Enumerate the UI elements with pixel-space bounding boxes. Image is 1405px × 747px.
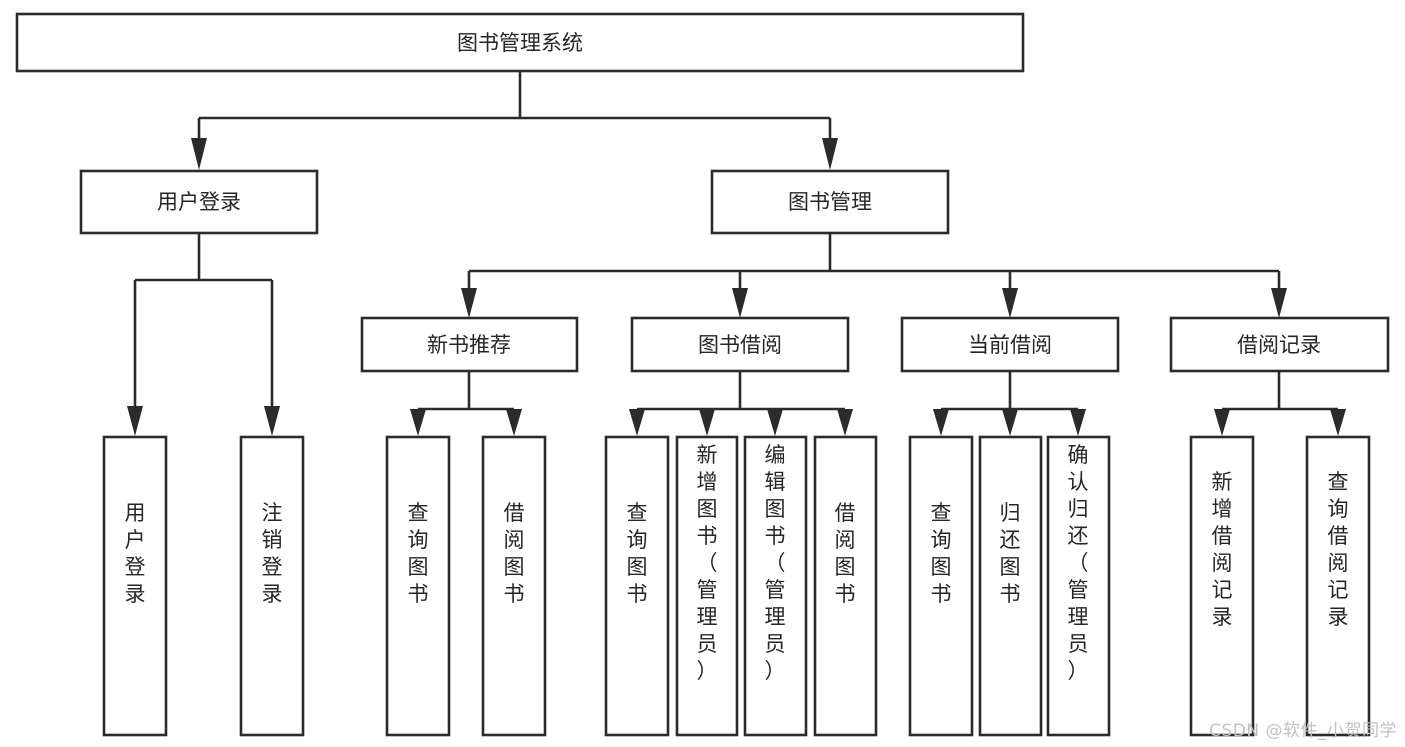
node-leaf-add-book-box[interactable] (675, 435, 739, 737)
node-leaf-query-book-1-box[interactable] (385, 435, 451, 737)
arrow-head-leaf-query-book-1 (410, 409, 426, 436)
arrow-head-leaf-confirm-return (1070, 409, 1086, 436)
arrow-head-leaf-add-record (1214, 409, 1230, 436)
node-leaf-query-record[interactable]: 查询借阅记录 (1305, 435, 1371, 737)
node-current-borrow[interactable]: 当前借阅 (900, 316, 1120, 373)
node-leaf-confirm-return-box[interactable] (1046, 435, 1111, 737)
node-current-borrow-label: 当前借阅 (968, 333, 1052, 357)
node-book-borrow-label: 图书借阅 (698, 333, 782, 357)
node-borrow-record[interactable]: 借阅记录 (1169, 316, 1390, 373)
arrow-head-leaf-edit-book (767, 409, 783, 436)
node-leaf-query-book-3-box[interactable] (908, 435, 974, 737)
node-borrow-record-label: 借阅记录 (1237, 333, 1321, 357)
node-leaf-confirm-return-label: 确认归还（管理员） (1068, 443, 1089, 683)
arrow-head-leaf-logout (264, 406, 280, 436)
node-leaf-borrow-book-1-box[interactable] (481, 435, 547, 737)
arrow-head-leaf-return-book (1002, 409, 1018, 436)
arrow-head-leaf-query-book-2 (629, 409, 645, 436)
node-leaf-add-book[interactable]: 新增图书（管理员） (675, 435, 739, 737)
node-leaf-borrow-book-1[interactable]: 借阅图书 (481, 435, 547, 737)
node-leaf-query-book-2[interactable]: 查询图书 (604, 435, 670, 737)
node-new-book-rec[interactable]: 新书推荐 (360, 316, 579, 373)
node-leaf-add-record-label: 新增借阅记录 (1212, 470, 1233, 629)
node-root[interactable]: 图书管理系统 (15, 12, 1025, 73)
node-new-book-rec-label: 新书推荐 (427, 333, 511, 357)
arrow-head-leaf-borrow-book-1 (506, 409, 522, 436)
node-leaf-edit-book-label: 编辑图书（管理员） (765, 443, 786, 683)
node-leaf-add-book-label: 新增图书（管理员） (697, 443, 718, 683)
node-leaf-query-record-label: 查询借阅记录 (1328, 470, 1349, 629)
node-leaf-edit-book[interactable]: 编辑图书（管理员） (743, 435, 808, 737)
node-leaf-user-login[interactable]: 用户登录 (102, 435, 168, 737)
node-leaf-logout-label: 注销登录 (262, 501, 283, 606)
node-leaf-query-book-3-label: 查询图书 (931, 501, 952, 606)
arrow-head-leaf-user-login (127, 406, 143, 436)
arrow-head-user-login (191, 138, 207, 170)
node-leaf-logout[interactable]: 注销登录 (239, 435, 305, 737)
node-leaf-user-login-label: 用户登录 (125, 501, 146, 606)
node-leaf-return-book-box[interactable] (978, 435, 1043, 737)
node-current-borrow-box[interactable] (900, 316, 1120, 373)
arrow-head-book-borrow (732, 288, 748, 318)
node-leaf-borrow-book-2-label: 借阅图书 (835, 501, 856, 606)
node-book-manage[interactable]: 图书管理 (710, 169, 950, 235)
arrow-head-borrow-record (1271, 288, 1287, 318)
arrow-head-leaf-add-book (699, 409, 715, 436)
node-leaf-query-book-1-label: 查询图书 (408, 501, 429, 606)
node-leaf-return-book[interactable]: 归还图书 (978, 435, 1043, 737)
arrow-head-leaf-borrow-book-2 (837, 409, 853, 436)
arrow-head-leaf-query-book-3 (933, 409, 949, 436)
node-leaf-query-book-2-box[interactable] (604, 435, 670, 737)
node-leaf-query-record-box[interactable] (1305, 435, 1371, 737)
node-user-login-label: 用户登录 (157, 190, 241, 214)
node-leaf-add-record-box[interactable] (1189, 435, 1255, 737)
node-leaf-borrow-book-1-label: 借阅图书 (504, 501, 525, 606)
node-root-label: 图书管理系统 (457, 31, 583, 55)
node-root-box[interactable] (15, 12, 1025, 73)
node-leaf-query-book-3[interactable]: 查询图书 (908, 435, 974, 737)
node-user-login[interactable]: 用户登录 (79, 169, 319, 235)
arrow-head-current-borrow (1002, 288, 1018, 318)
node-leaf-add-record[interactable]: 新增借阅记录 (1189, 435, 1255, 737)
node-book-borrow-box[interactable] (630, 316, 850, 373)
node-leaf-confirm-return[interactable]: 确认归还（管理员） (1046, 435, 1111, 737)
node-book-borrow[interactable]: 图书借阅 (630, 316, 850, 373)
node-leaf-query-book-1[interactable]: 查询图书 (385, 435, 451, 737)
arrow-head-leaf-query-record (1330, 409, 1346, 436)
node-leaf-return-book-label: 归还图书 (1000, 501, 1021, 606)
arrow-head-book-manage (822, 138, 838, 170)
node-leaf-borrow-book-2[interactable]: 借阅图书 (813, 435, 878, 737)
node-leaf-user-login-box[interactable] (102, 435, 168, 737)
node-leaf-borrow-book-2-box[interactable] (813, 435, 878, 737)
arrow-head-new-book-rec (461, 288, 477, 318)
node-book-manage-label: 图书管理 (788, 190, 872, 214)
node-new-book-rec-box[interactable] (360, 316, 579, 373)
node-user-login-box[interactable] (79, 169, 319, 235)
csdn-watermark: CSDN @软件_小贺同学 (1209, 721, 1397, 741)
node-borrow-record-box[interactable] (1169, 316, 1390, 373)
node-leaf-edit-book-box[interactable] (743, 435, 808, 737)
node-leaf-logout-box[interactable] (239, 435, 305, 737)
node-book-manage-box[interactable] (710, 169, 950, 235)
edge-layer (127, 71, 1346, 436)
node-leaf-query-book-2-label: 查询图书 (627, 501, 648, 606)
